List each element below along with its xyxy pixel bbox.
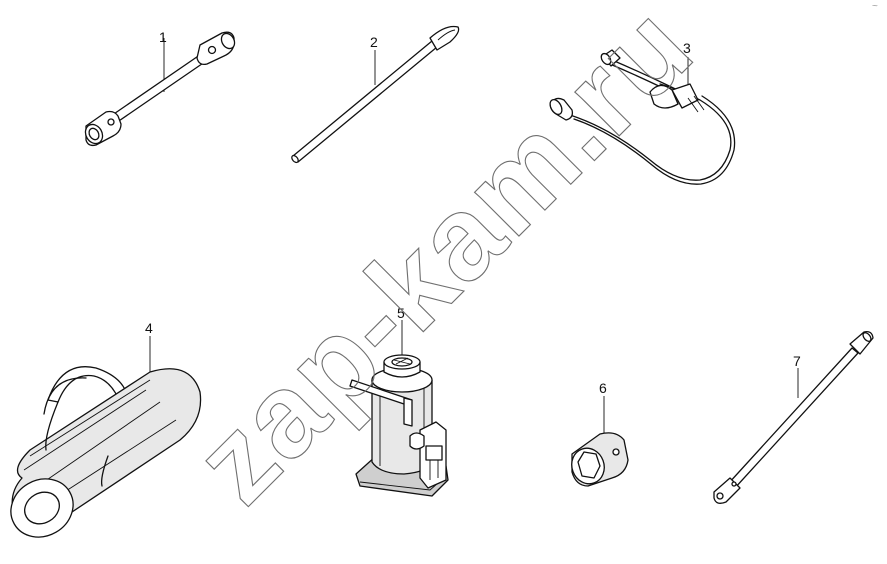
- callout-3: 3: [683, 40, 691, 56]
- corner-mark: ~: [872, 1, 878, 12]
- callout-6: 6: [599, 380, 607, 396]
- callout-4: 4: [145, 320, 153, 336]
- callout-7: 7: [793, 353, 801, 369]
- callout-5: 5: [397, 305, 405, 321]
- part-3-inflation-hose[interactable]: [548, 49, 736, 185]
- callout-2: 2: [370, 34, 378, 50]
- callout-1: 1: [159, 29, 167, 45]
- part-2-pry-bar[interactable]: [291, 25, 460, 164]
- part-5-bottle-jack[interactable]: [349, 320, 449, 497]
- part-7-extension-bar[interactable]: [713, 330, 874, 504]
- part-1-wheel-wrench[interactable]: [82, 31, 237, 147]
- part-4-tool-bag[interactable]: [0, 336, 202, 548]
- part-6-hex-socket[interactable]: [567, 396, 629, 488]
